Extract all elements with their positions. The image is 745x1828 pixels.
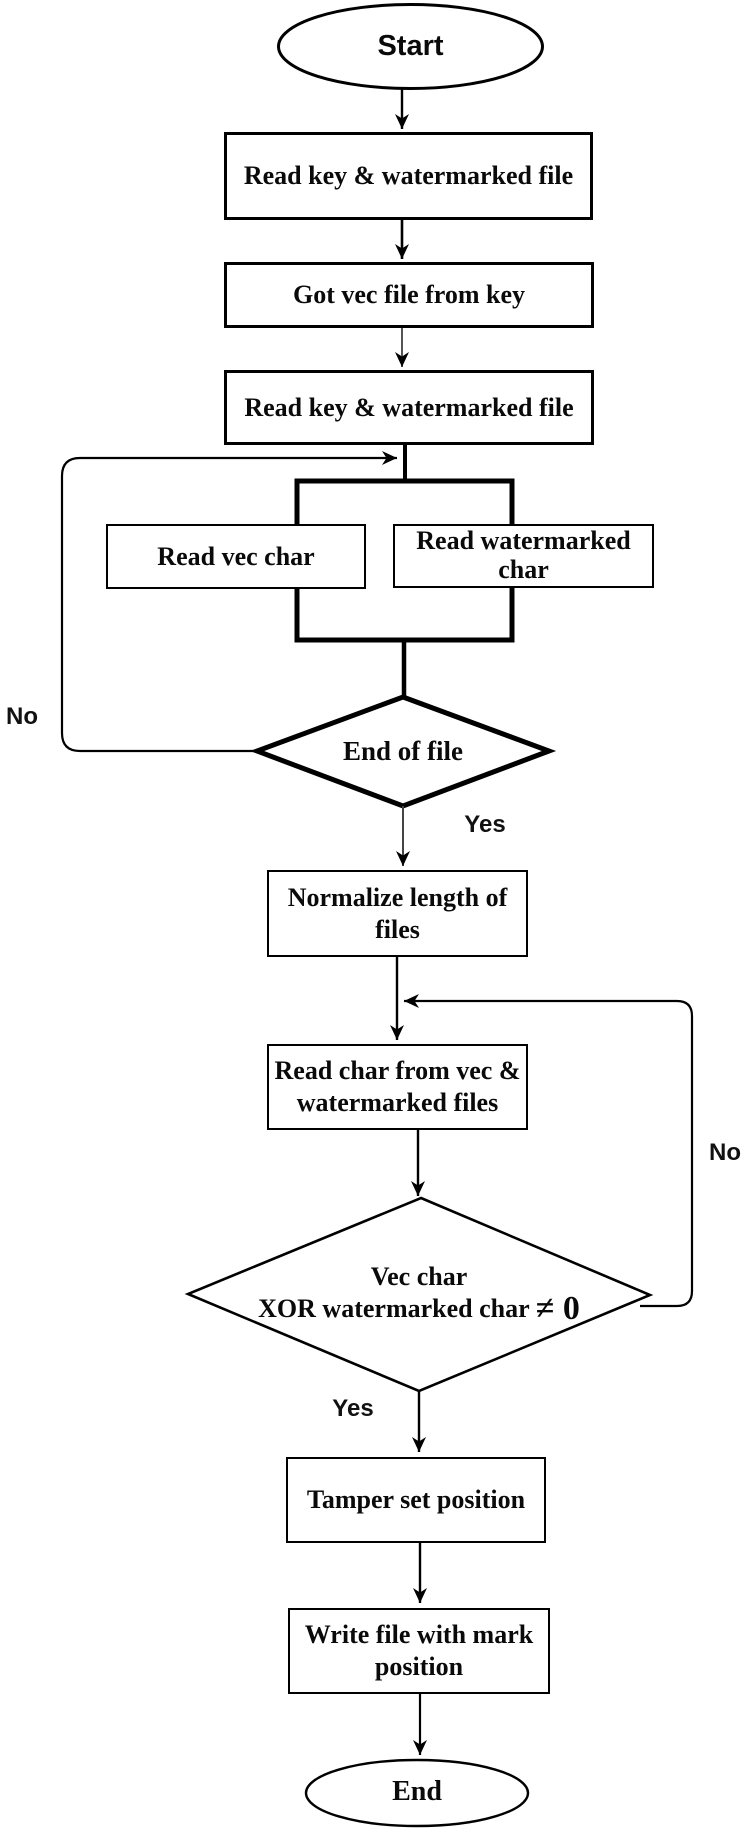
- edge-eof-no-loop: [60, 451, 397, 753]
- xor-decision-label: Vec char XOR watermarked char≠ 0: [188, 1206, 650, 1382]
- end-terminal-shape: [304, 1758, 530, 1828]
- process-read-key-file-2: Read key & watermarked file: [224, 370, 594, 445]
- start-terminal-shape: [277, 3, 544, 90]
- process-read-vec-char: Read vec char: [106, 524, 366, 589]
- process-write-file-with-mark: Write file with mark position: [288, 1608, 550, 1694]
- xor-yes-label: Yes: [332, 1395, 374, 1422]
- xor-no-label: No: [709, 1139, 741, 1166]
- process-tamper-set-position: Tamper set position: [286, 1457, 546, 1543]
- xor-decision-line1: Vec char: [370, 1262, 468, 1291]
- end-terminal-label: End: [392, 1776, 442, 1807]
- process-read-watermarked-char: Read watermarked char: [393, 524, 654, 588]
- eof-no-label: No: [6, 703, 38, 730]
- process-got-vec-file: Got vec file from key: [224, 262, 594, 328]
- process-read-char-from-files: Read char from vec & watermarked files: [267, 1044, 528, 1130]
- start-terminal-label: Start: [377, 30, 444, 62]
- eof-yes-label: Yes: [464, 811, 506, 838]
- process-read-key-file-1: Read key & watermarked file: [224, 132, 593, 220]
- process-normalize-length: Normalize length of files: [267, 870, 528, 957]
- xor-decision-line2: XOR watermarked char≠ 0: [258, 1290, 580, 1327]
- eof-decision-label: End of file: [342, 735, 463, 766]
- xor-neq-zero: ≠ 0: [535, 1290, 580, 1327]
- edge-xor-no-loop: [404, 994, 694, 1308]
